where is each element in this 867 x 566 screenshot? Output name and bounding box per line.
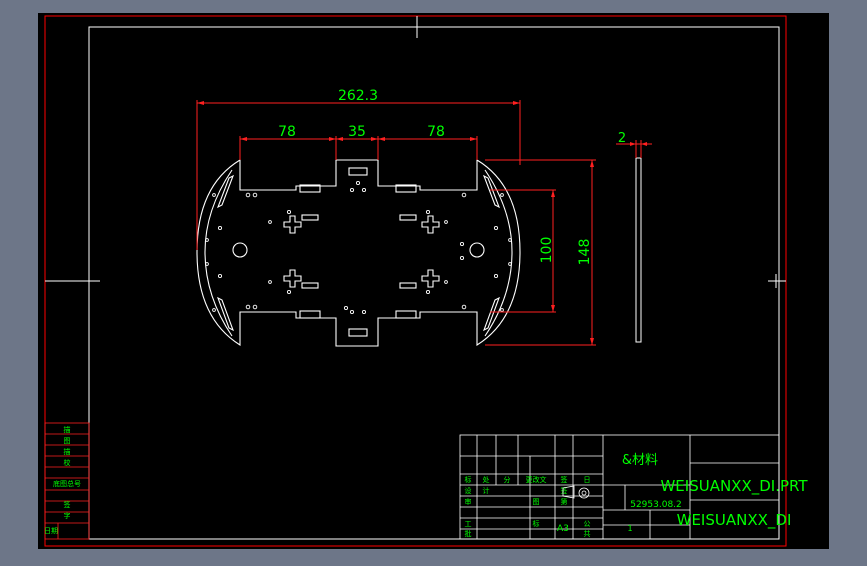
svg-text:计: 计 (483, 486, 490, 495)
svg-text:签: 签 (561, 486, 568, 495)
cross-cutout-ul (283, 215, 302, 234)
slot-right-top (482, 174, 501, 209)
side-label-3: 校 (64, 458, 71, 467)
slot-bottom-left (299, 310, 321, 319)
svg-text:分: 分 (504, 475, 511, 484)
slot-mid-ul (301, 214, 319, 221)
sheet-size: A3 (557, 524, 569, 534)
slot-right-bottom (483, 296, 500, 332)
slot-mid-lr (399, 282, 417, 289)
svg-text:标: 标 (465, 475, 472, 484)
cross-cutout-ll (283, 269, 302, 288)
left-arc-inner (204, 169, 233, 337)
slot-mid-ll (301, 282, 319, 289)
slot-bottom-right (395, 310, 417, 319)
dim-overall-width: 262.3 (338, 88, 378, 104)
centering-marks (45, 16, 786, 288)
slot-bottom-center (348, 328, 368, 337)
dim-thickness: 2 (618, 131, 626, 146)
part-name: WEISUANXX_DI.PRT (660, 477, 808, 496)
dim-right-span: 78 (427, 124, 445, 140)
cross-cutout-ur (421, 215, 440, 234)
slot-top-center (348, 167, 368, 176)
material-label: &材料 (622, 453, 658, 468)
projection-symbol (562, 485, 590, 499)
svg-text:标: 标 (533, 519, 540, 528)
side-label-6: 字 (64, 511, 71, 520)
drawing-scale: 1 (627, 524, 632, 533)
side-table-labels: 描 图 描 校 底图总号 签 字 日期 (44, 425, 81, 535)
side-label-2: 描 (64, 447, 71, 456)
inner-border (88, 26, 780, 540)
svg-text:更改文: 更改文 (526, 475, 547, 484)
dim-left-span: 78 (278, 124, 296, 140)
cross-cutout-lr (421, 269, 440, 288)
svg-text:工: 工 (465, 520, 472, 528)
side-label-4: 底图总号 (53, 479, 81, 488)
svg-text:签: 签 (561, 475, 568, 484)
side-label-0: 描 (64, 425, 71, 434)
dimension-arrows (197, 101, 647, 345)
svg-text:设: 设 (465, 486, 472, 495)
svg-text:图: 图 (533, 498, 540, 506)
title-block-grid (459, 434, 780, 540)
hole-left-large (232, 242, 248, 258)
drawing-date: 52953.08.2 (630, 500, 682, 510)
dimension-lines (196, 100, 652, 346)
plate-boundary (196, 159, 521, 347)
svg-text:共: 共 (584, 529, 591, 538)
dim-outer-height: 148 (577, 239, 593, 266)
slot-left-bottom (217, 296, 234, 332)
slot-mid-ur (399, 214, 417, 221)
dim-inner-height: 100 (539, 237, 555, 264)
svg-text:第: 第 (561, 497, 568, 506)
side-label-5: 签 (64, 500, 71, 509)
slot-left-top (216, 174, 235, 209)
side-label-1: 图 (64, 437, 71, 445)
slot-top-right (395, 184, 417, 193)
side-label-7: 日期 (44, 527, 58, 535)
svg-text:审: 审 (465, 497, 472, 506)
svg-text:公: 公 (584, 520, 591, 528)
svg-text:处: 处 (483, 475, 490, 484)
small-holes (205, 180, 512, 315)
svg-text:日: 日 (584, 476, 591, 484)
svg-text:批: 批 (465, 529, 472, 538)
dim-center-span: 35 (348, 124, 366, 140)
title-block-cells: 标处分更改文签日 设审工批 计图标 签第公共 (465, 475, 591, 538)
side-table-grid (44, 422, 90, 540)
part-name-short: WEISUANXX_DI (677, 511, 792, 530)
slot-top-left (299, 184, 321, 193)
plate-side-view (635, 157, 642, 343)
hole-right-large (469, 242, 485, 258)
